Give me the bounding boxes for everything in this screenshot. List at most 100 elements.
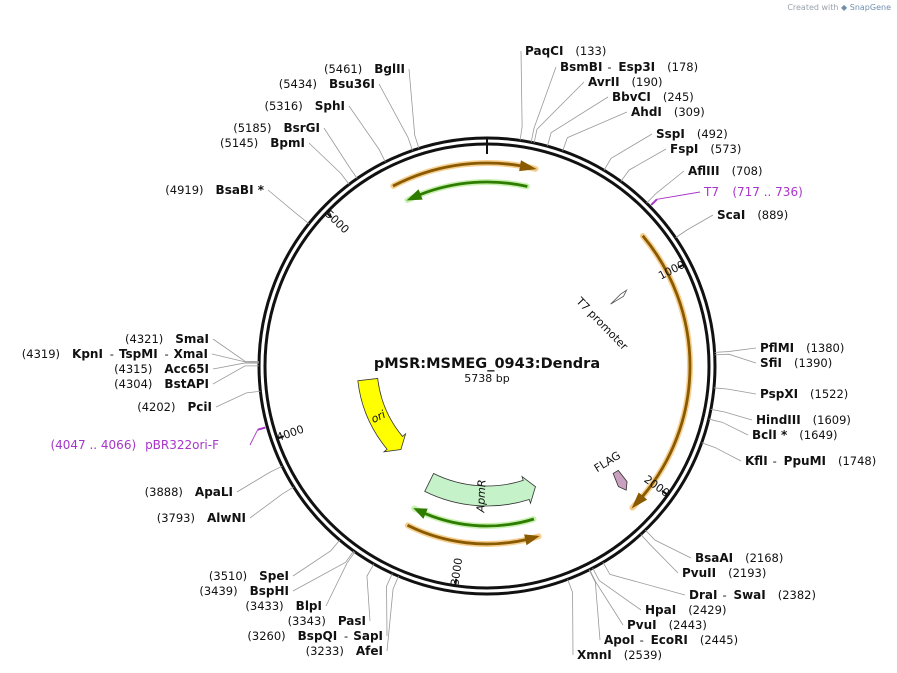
tick-label: 4000 (275, 423, 306, 444)
site-leader-line (567, 579, 574, 656)
site-name: BbvCI (612, 90, 651, 104)
site-position: (3439) (199, 584, 237, 598)
site-position: (5145) (220, 136, 258, 150)
site-leader-line (348, 105, 386, 163)
tick-mark (677, 263, 685, 269)
site-leader-line (386, 573, 393, 637)
primer-leader-line (656, 191, 701, 200)
site-leader-line (620, 148, 667, 182)
site-leader-line (562, 111, 628, 152)
site-name: HindIII (756, 413, 801, 427)
site-leader-line (212, 338, 260, 363)
site-leader-line (701, 442, 742, 462)
site-position: (3260) (247, 629, 285, 643)
orf-arc-glow (404, 179, 530, 204)
site-position: (4202) (137, 400, 175, 414)
site-position: (2382) (778, 588, 816, 602)
primer-t7: T7 (717 .. 736) (650, 185, 803, 206)
site-leader-line (212, 362, 260, 370)
site-leader-line (603, 133, 653, 171)
site-name: SpeI (259, 569, 289, 583)
site-name: ScaI (717, 208, 745, 222)
restriction-site: SfiI(1390) (714, 353, 832, 370)
tick-mark (661, 489, 669, 496)
site-position: (4319) (22, 347, 60, 361)
site-name: PvuI (627, 618, 657, 632)
orf-arc (392, 160, 537, 188)
site-leader-line (519, 50, 523, 141)
primer-layer: T7(717 .. 736)pBR322ori-F(4047 .. 4066) (50, 185, 802, 452)
site-position: (3433) (245, 599, 283, 613)
site-name: FspI (670, 142, 698, 156)
site-leader-line (646, 170, 685, 204)
site-leader-line (714, 347, 757, 353)
site-position: (5434) (279, 77, 317, 91)
site-position: (573) (710, 142, 741, 156)
site-position: (1390) (794, 356, 832, 370)
restriction-site: PciI(4202) (137, 390, 261, 414)
site-name: BpmI (270, 136, 305, 150)
site-position: (5185) (233, 121, 271, 135)
site-name: AfeI (356, 644, 383, 658)
site-name: PasI (338, 614, 366, 628)
restriction-site: HpaI(2429) (592, 567, 726, 617)
site-separator: - (722, 588, 726, 602)
restriction-site: AvrII(190) (533, 75, 662, 143)
apmr-label: ApmR (474, 479, 488, 513)
site-separator: - (640, 633, 644, 647)
site-separator: - (344, 629, 348, 643)
restriction-site: Acc65I(4315) (114, 362, 260, 376)
site-leader-line (211, 353, 260, 363)
primer-name: T7 (703, 185, 719, 199)
site-position: (3793) (157, 511, 195, 525)
site-separator: - (110, 347, 114, 361)
site-name: SapI (353, 629, 383, 643)
plasmid-size: 5738 bp (464, 372, 509, 385)
site-name: SspI (656, 127, 685, 141)
restriction-site: PaqCI(133) (519, 44, 606, 141)
site-name: BclI * (752, 428, 788, 442)
site-position: (889) (757, 208, 788, 222)
site-position: (492) (697, 127, 728, 141)
site-name: PvuII (682, 566, 716, 580)
site-leader-line (645, 529, 692, 559)
restriction-site: FspI (573) (620, 142, 741, 182)
site-name: Bsu36I (329, 77, 375, 91)
site-leader-line (710, 408, 753, 421)
restriction-site: BspHI(3439) (199, 550, 355, 598)
site-name: PaqCI (525, 44, 563, 58)
site-separator: - (165, 347, 169, 361)
primer-mark (650, 198, 658, 206)
site-leader-line (588, 569, 601, 641)
restriction-site: ApaLI(3888) (145, 465, 283, 499)
site-name: XmnI (577, 648, 612, 662)
site-leader-line (533, 81, 585, 143)
orf-arc (413, 508, 535, 528)
restriction-site: SspI (492) (603, 127, 728, 171)
site-name: EcoRI (651, 633, 688, 647)
site-name: BsaAI (695, 551, 733, 565)
site-name: BsmBI (560, 60, 602, 74)
restriction-site: BsaBI * (4919) (165, 183, 310, 225)
site-name: BspQI (298, 629, 338, 643)
site-name: ApaLI (195, 485, 233, 499)
site-name: BsaBI * (216, 183, 265, 197)
backbone (257, 136, 717, 596)
restriction-site: ScaI (889) (675, 208, 788, 239)
site-position: (4919) (165, 183, 203, 197)
primer-range: (717 .. 736) (732, 185, 802, 199)
site-name: Acc65I (164, 362, 209, 376)
site-name: HpaI (645, 603, 676, 617)
site-leader-line (592, 567, 642, 611)
site-name: BlpI (296, 599, 322, 613)
site-position: (1649) (799, 428, 837, 442)
restriction-site: AlwNI(3793) (157, 486, 294, 525)
site-leader-line (386, 575, 399, 652)
site-name: PflMI (760, 341, 794, 355)
site-leader-line (602, 562, 686, 596)
ori-label: ori (369, 408, 387, 426)
site-position: (245) (663, 90, 694, 104)
site-name: SmaI (175, 332, 209, 346)
site-name: BsrGI (283, 121, 320, 135)
